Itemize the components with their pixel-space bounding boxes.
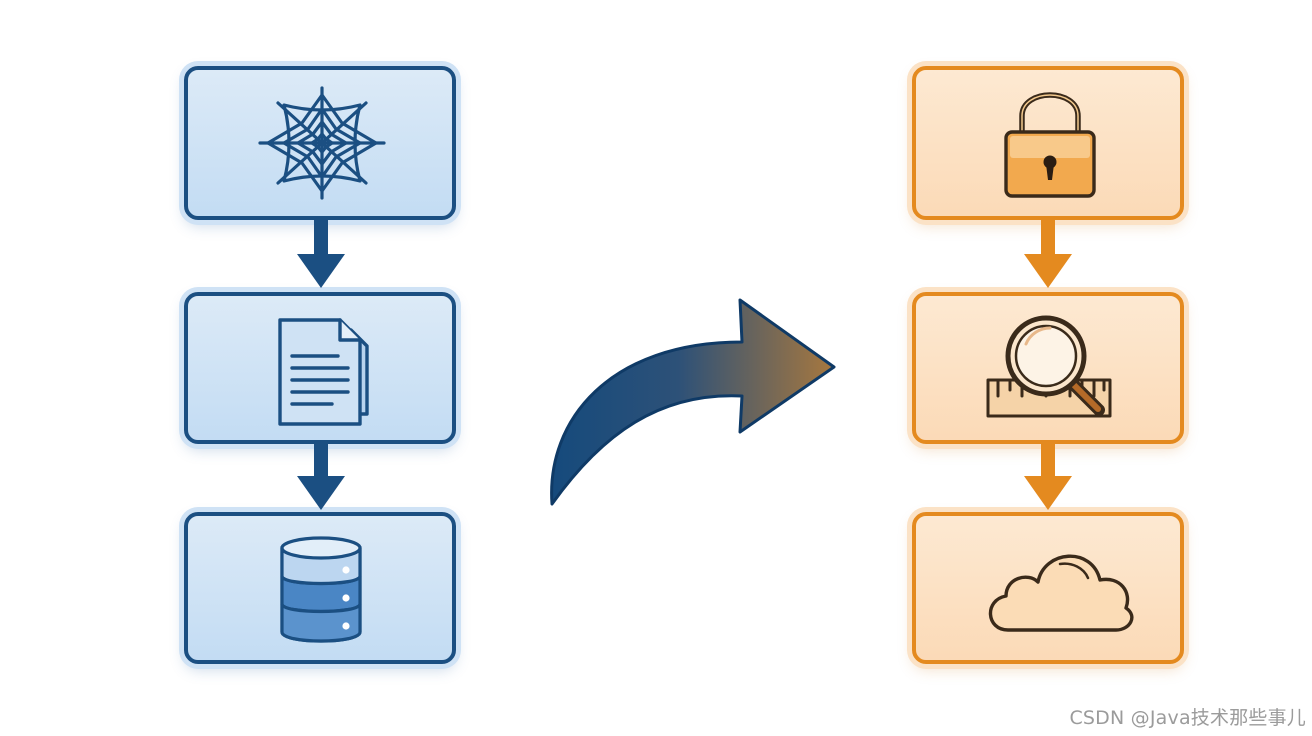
left-node-database — [184, 512, 456, 664]
down-arrow-icon — [1024, 220, 1072, 288]
down-arrow-icon — [297, 220, 345, 288]
curved-arrow-icon — [550, 298, 836, 506]
document-icon — [278, 318, 369, 426]
spider-web-icon — [258, 86, 386, 200]
right-node-cloud — [912, 512, 1184, 664]
right-node-security — [912, 66, 1184, 220]
watermark-text: CSDN @Java技术那些事儿 — [1069, 707, 1306, 729]
down-arrow-icon — [297, 444, 345, 510]
right-node-inspection — [912, 292, 1184, 444]
left-node-document — [184, 292, 456, 444]
magnifier-ruler-icon — [986, 315, 1112, 418]
down-arrow-icon — [1024, 444, 1072, 510]
padlock-icon — [1004, 92, 1096, 198]
left-node-web-crawler — [184, 66, 456, 220]
cloud-icon — [988, 554, 1134, 632]
database-icon — [280, 536, 362, 643]
